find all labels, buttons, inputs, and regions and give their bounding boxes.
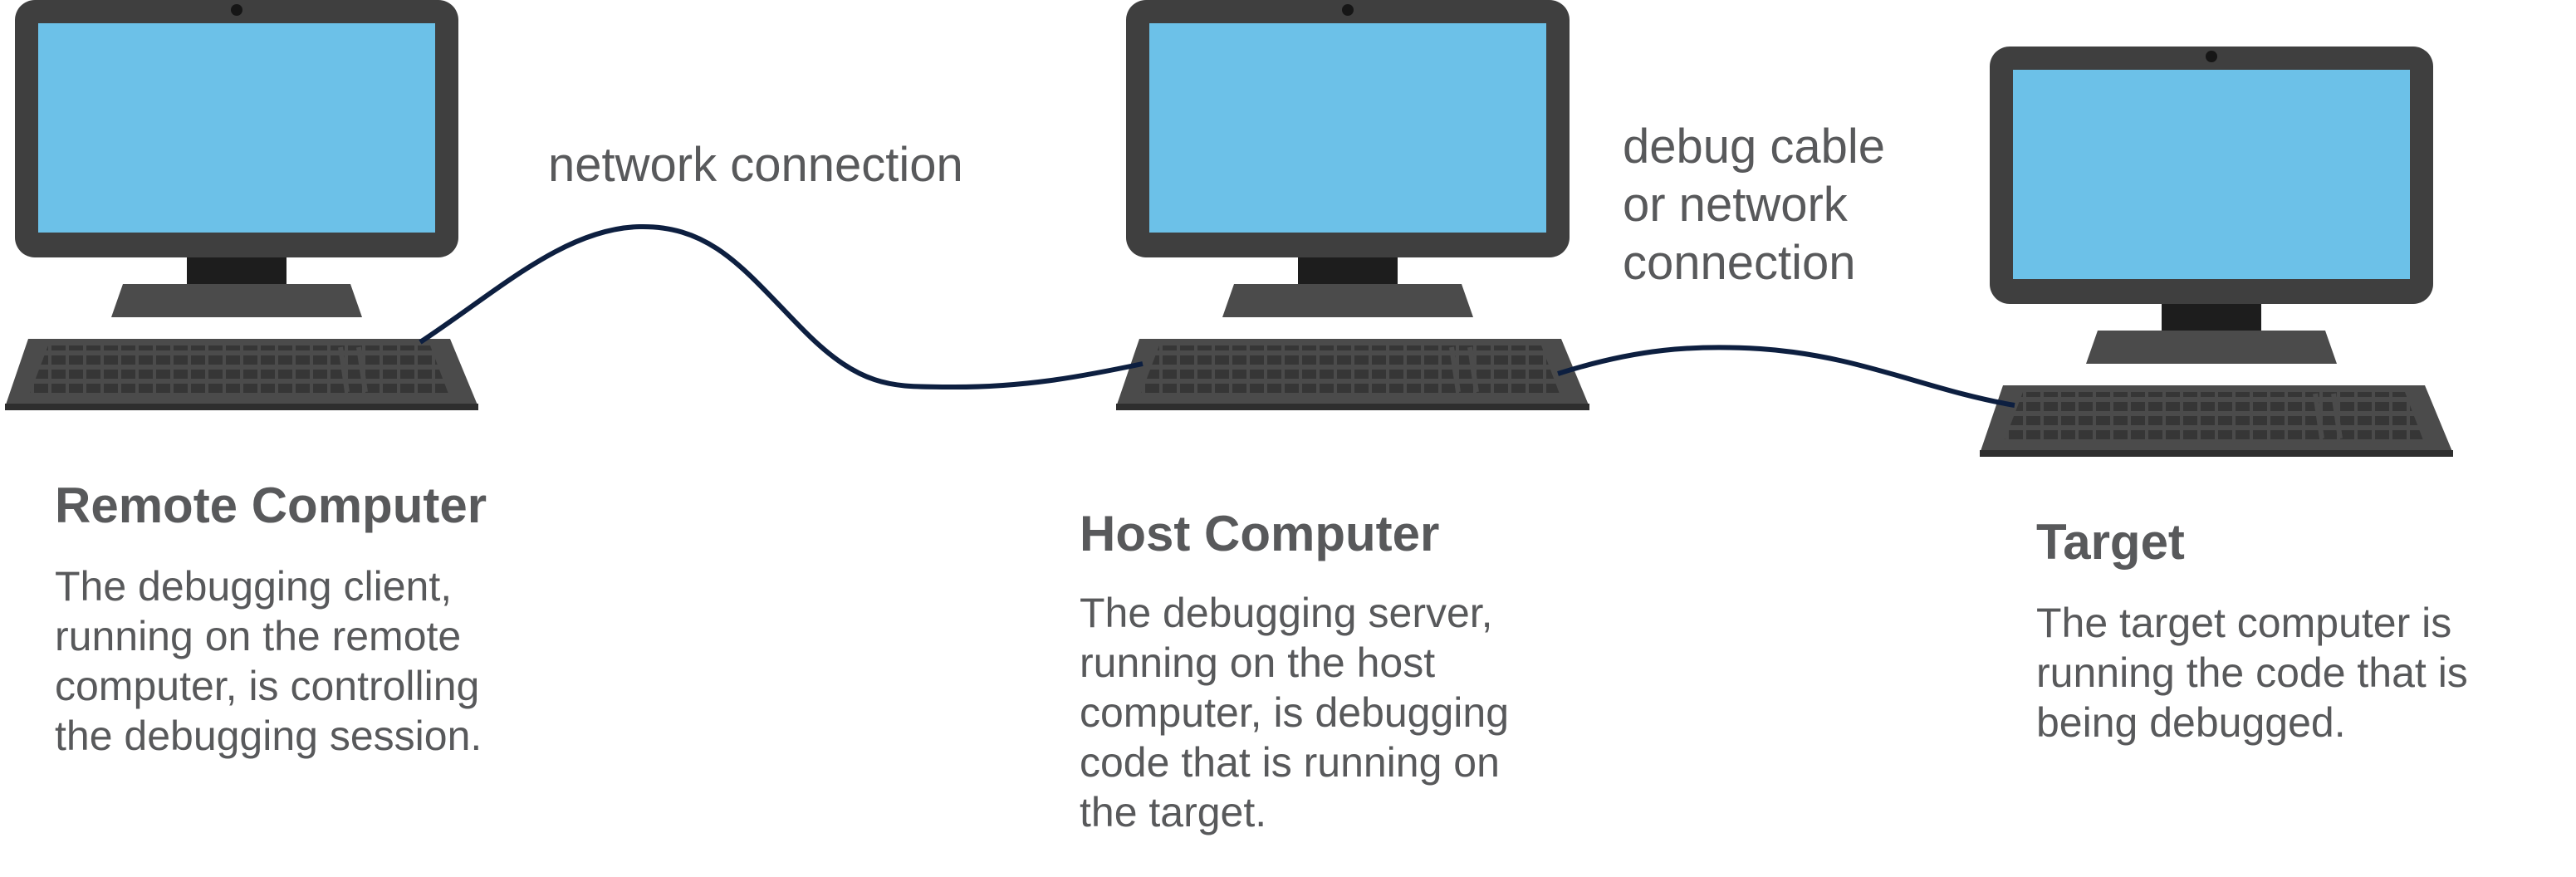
- host-computer-title: Host Computer: [1080, 506, 1440, 561]
- remote-desc-line: running on the remote: [55, 613, 462, 659]
- host-desc-line: running on the host: [1080, 639, 1436, 686]
- host-computer-icon: [1116, 0, 1589, 410]
- remote-desc-line: the debugging session.: [55, 713, 482, 759]
- remote-computer-description: The debugging client, running on the rem…: [55, 561, 482, 761]
- debug-cable-line-3: connection: [1623, 236, 1856, 290]
- remote-computer-icon: [5, 0, 478, 410]
- target-description: The target computer is running the code …: [2036, 598, 2468, 747]
- target-title: Target: [2036, 514, 2185, 570]
- remote-computer-title: Remote Computer: [55, 478, 487, 533]
- network-connection-label: network connection: [548, 136, 963, 194]
- host-desc-line: The debugging server,: [1080, 590, 1493, 636]
- network-connection-line: network connection: [548, 138, 963, 192]
- host-desc-line: code that is running on: [1080, 739, 1500, 786]
- network-cable: [419, 223, 1144, 390]
- debug-cable-line-2: or network: [1623, 178, 1848, 232]
- debug-cable: [1557, 345, 2015, 408]
- host-computer-description: The debugging server, running on the hos…: [1080, 588, 1509, 837]
- debug-cable-label: debug cable or network connection: [1623, 118, 1885, 292]
- target-desc-line: The target computer is: [2036, 600, 2452, 646]
- target-desc-line: running the code that is: [2036, 649, 2468, 696]
- target-computer-icon: [1980, 47, 2453, 457]
- host-desc-line: the target.: [1080, 789, 1267, 835]
- remote-desc-line: The debugging client,: [55, 563, 453, 610]
- debug-cable-line-1: debug cable: [1623, 120, 1886, 174]
- remote-desc-line: computer, is controlling: [55, 663, 480, 709]
- host-desc-line: computer, is debugging: [1080, 689, 1510, 736]
- target-desc-line: being debugged.: [2036, 699, 2346, 746]
